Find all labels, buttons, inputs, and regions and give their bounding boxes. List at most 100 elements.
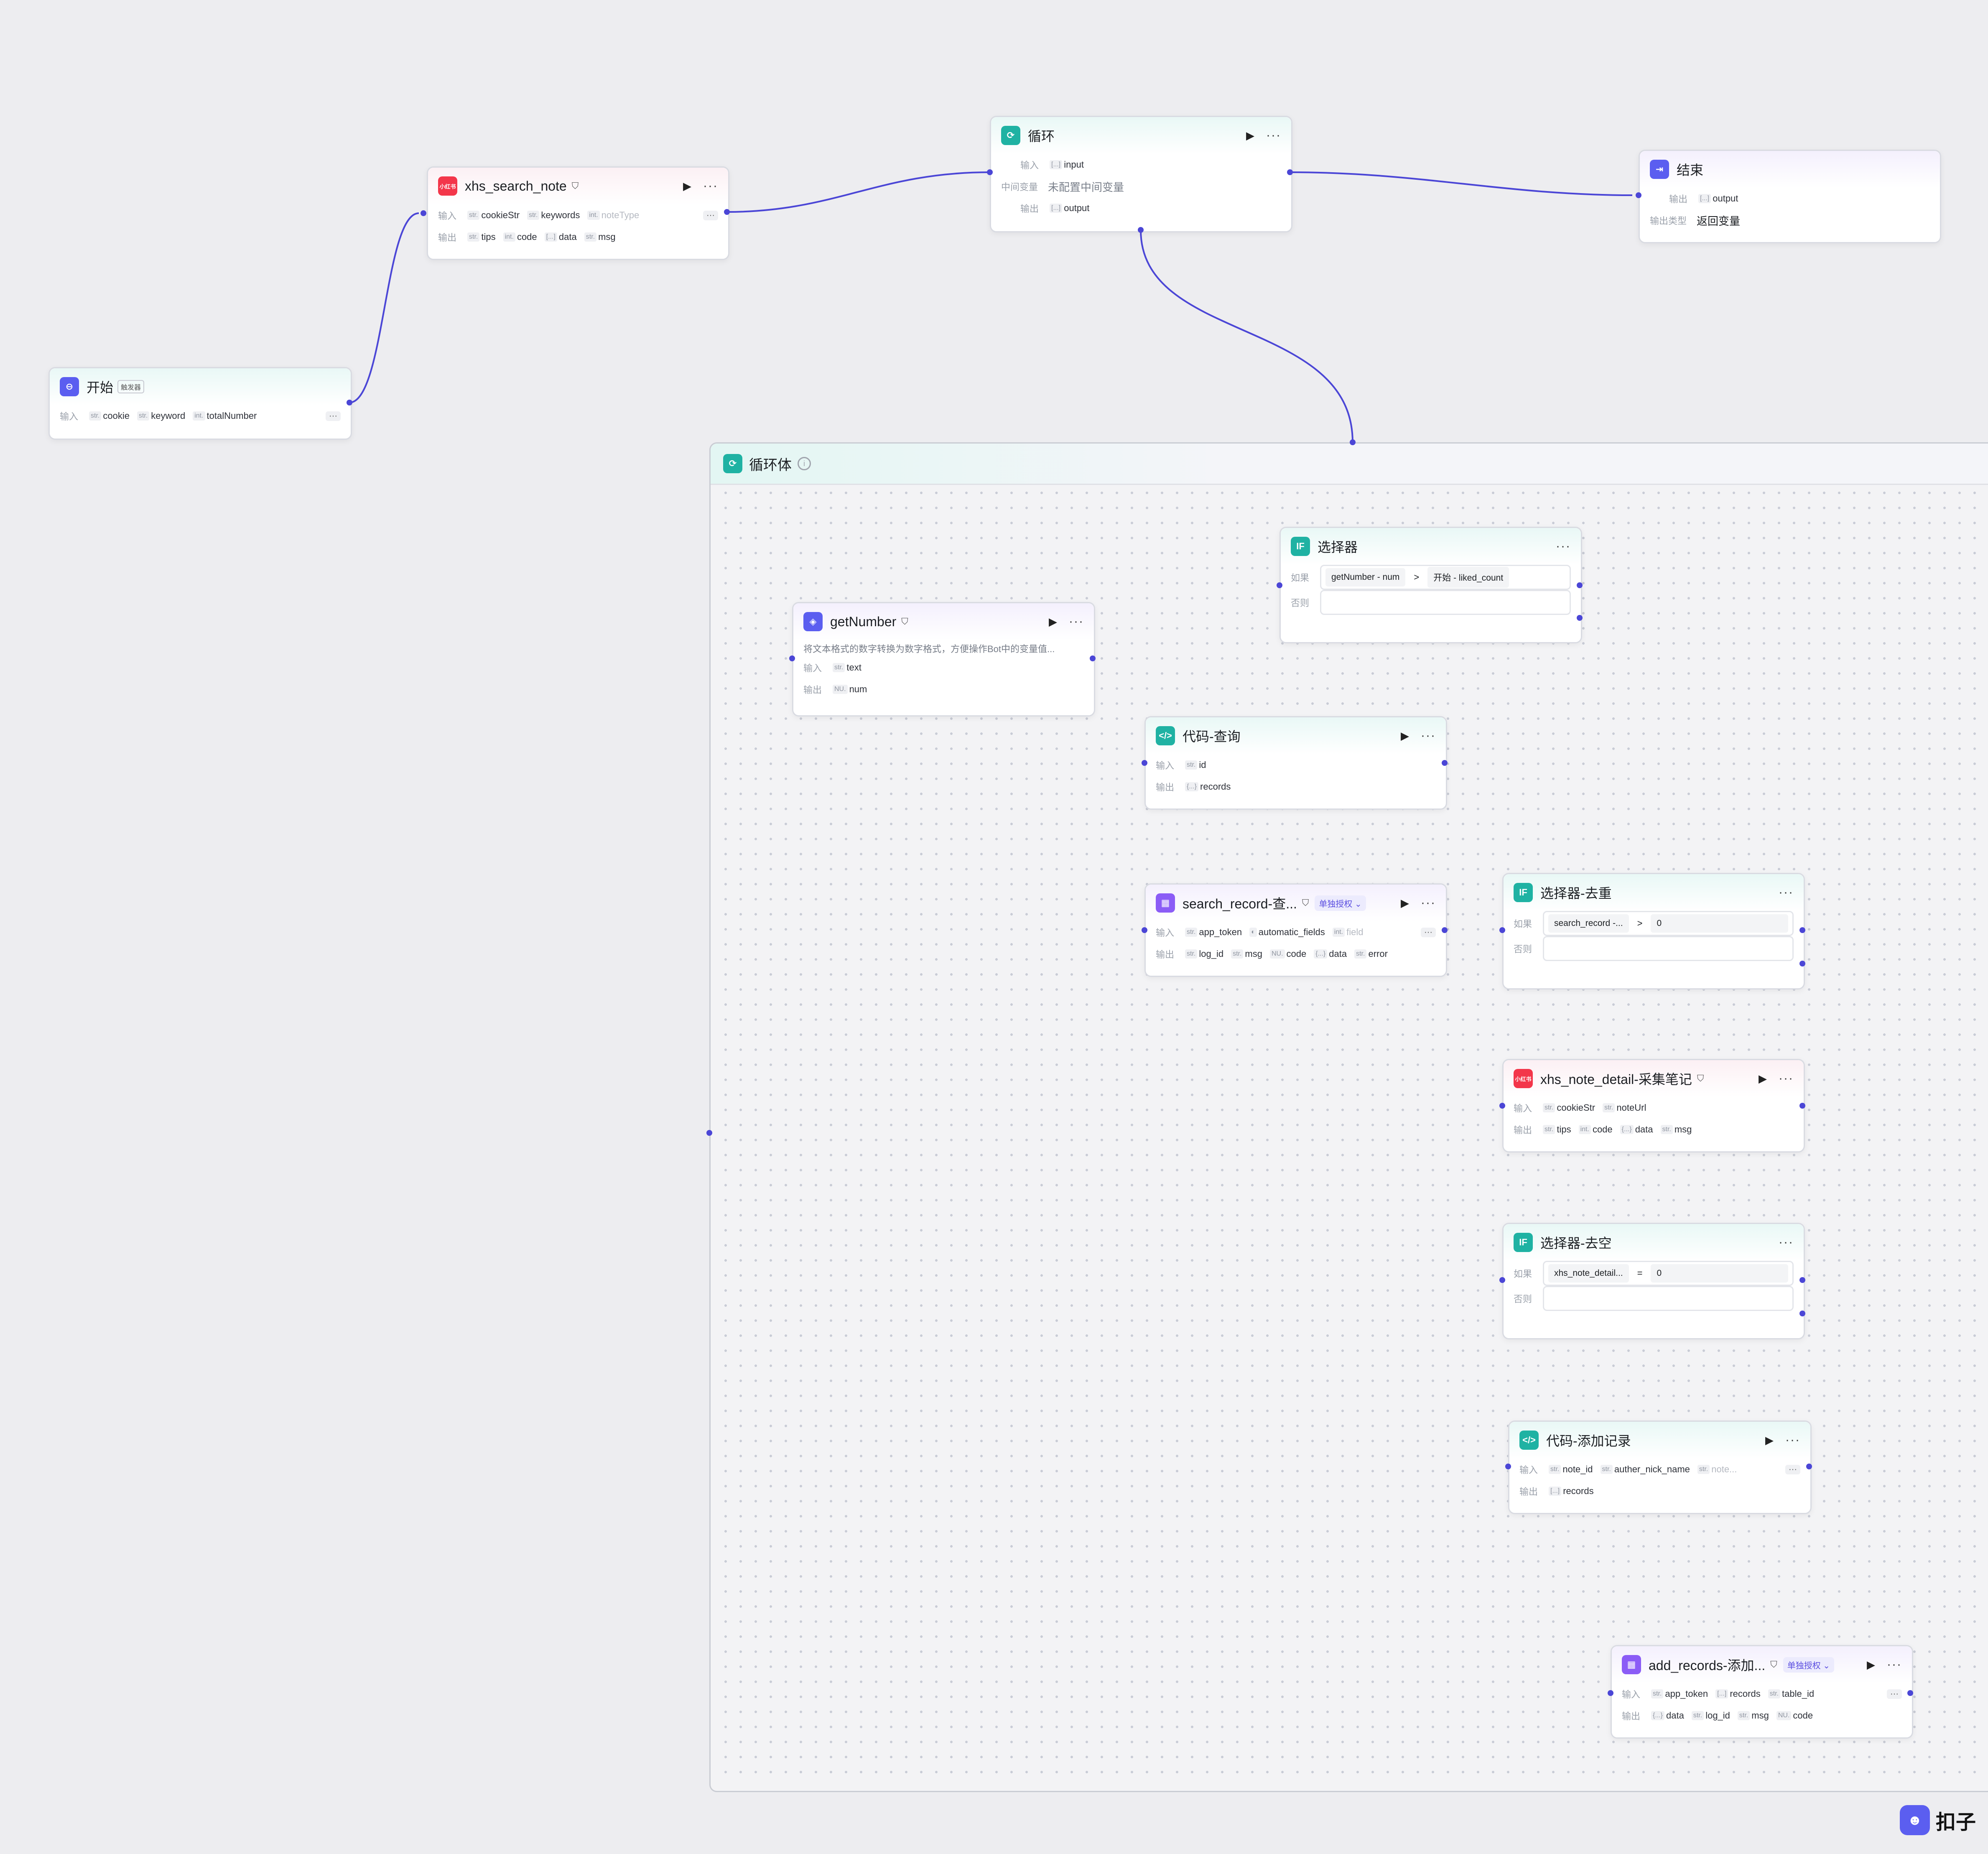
more-vars-button[interactable]: ··· — [1887, 1689, 1902, 1699]
more-menu-button[interactable]: ··· — [1785, 1433, 1800, 1447]
more-menu-button[interactable]: ··· — [1887, 1658, 1902, 1671]
xhs-note-detail-node[interactable]: 小红书 xhs_note_detail-采集笔记 ⛉ ▶ ··· 输入 str.… — [1502, 1059, 1805, 1153]
dedupe-selector-node[interactable]: IF 选择器-去重 ··· 如果 search_record -...>0 否则 — [1502, 873, 1805, 989]
more-menu-button[interactable]: ··· — [1069, 615, 1084, 628]
plugin-shield-icon: ⛉ — [1697, 1073, 1704, 1084]
node-title: 选择器-去重 — [1540, 886, 1612, 901]
input-port[interactable] — [987, 169, 993, 175]
loop-body-title: 循环体 — [749, 457, 792, 473]
xiaohongshu-icon: 小红书 — [438, 176, 457, 196]
loop-node[interactable]: ⟳ 循环 ▶ ··· 输入 [...]input 中间变量 未配置中间变量 输出… — [990, 116, 1292, 232]
node-title: getNumber — [830, 614, 897, 629]
var-chip: str.keyword — [137, 411, 185, 421]
more-menu-button[interactable]: ··· — [1779, 1071, 1794, 1085]
input-port[interactable] — [1636, 192, 1641, 198]
loop-body-port[interactable] — [706, 1130, 712, 1136]
run-button[interactable]: ▶ — [683, 179, 692, 192]
auth-dropdown[interactable]: 单独授权 ⌄ — [1315, 895, 1366, 911]
input-port[interactable] — [1499, 1277, 1505, 1283]
auth-dropdown[interactable]: 单独授权 ⌄ — [1783, 1657, 1835, 1673]
plugin-shield-icon: ⛉ — [901, 616, 908, 627]
brand-name: 扣子 — [1936, 1811, 1976, 1834]
node-title: 结束 — [1677, 163, 1704, 178]
if-port[interactable] — [1577, 582, 1583, 588]
node-title: xhs_search_note — [465, 178, 567, 194]
output-type-value: 返回变量 — [1697, 214, 1741, 227]
else-box[interactable] — [1320, 590, 1571, 615]
wire-start-search — [349, 212, 419, 403]
input-port[interactable] — [1499, 1103, 1505, 1109]
run-button[interactable]: ▶ — [1867, 1658, 1876, 1671]
else-box[interactable] — [1543, 936, 1794, 961]
more-menu-button[interactable]: ··· — [1421, 896, 1436, 910]
run-button[interactable]: ▶ — [1401, 896, 1409, 909]
output-port[interactable] — [347, 400, 352, 405]
else-port[interactable] — [1799, 961, 1805, 967]
search-record-node[interactable]: ▦ search_record-查... ⛉ 单独授权 ⌄ ▶ ··· 输入 s… — [1144, 883, 1447, 977]
more-menu-button[interactable]: ··· — [1556, 539, 1571, 553]
xhs-search-note-node[interactable]: 小红书 xhs_search_note ⛉ ▶ ··· 输入 str.cooki… — [427, 166, 729, 260]
code-add-record-node[interactable]: </> 代码-添加记录 ▶ ··· 输入 str.note_id str.aut… — [1508, 1420, 1812, 1514]
input-port[interactable] — [1142, 760, 1147, 766]
getnumber-node[interactable]: ◈ getNumber ⛉ ▶ ··· 将文本格式的数字转换为数字格式，方便操作… — [792, 602, 1095, 717]
else-port[interactable] — [1577, 615, 1583, 621]
trigger-badge[interactable]: 触发器 — [117, 380, 145, 393]
output-port[interactable] — [1799, 1103, 1805, 1109]
node-title: search_record-查... — [1183, 896, 1297, 911]
else-box[interactable] — [1543, 1286, 1794, 1311]
more-menu-button[interactable]: ··· — [1421, 729, 1436, 742]
more-menu-button[interactable]: ··· — [703, 179, 718, 193]
input-port[interactable] — [1499, 927, 1505, 933]
condition-box[interactable]: getNumber - num>开始 - liked_count — [1320, 565, 1571, 590]
if-port[interactable] — [1799, 1277, 1805, 1283]
more-menu-button[interactable]: ··· — [1779, 1235, 1794, 1249]
run-button[interactable]: ▶ — [1759, 1072, 1767, 1085]
code-query-node[interactable]: </> 代码-查询 ▶ ··· 输入 str.id 输出 {...}record… — [1144, 716, 1447, 810]
output-port[interactable] — [1907, 1690, 1913, 1696]
else-port[interactable] — [1799, 1311, 1805, 1316]
coze-logo-icon: ☻ — [1900, 1805, 1930, 1835]
run-button[interactable]: ▶ — [1246, 129, 1255, 142]
more-vars-button[interactable]: ··· — [1421, 927, 1436, 937]
input-port[interactable] — [421, 210, 426, 216]
condition-box[interactable]: xhs_note_detail...=0 — [1543, 1261, 1794, 1286]
input-port[interactable] — [1142, 927, 1147, 933]
more-vars-button[interactable]: ··· — [1785, 1464, 1800, 1474]
end-node[interactable]: ⇥ 结束 输出 [...]output 输出类型 返回变量 — [1639, 150, 1941, 243]
plugin-shield-icon: ⛉ — [571, 181, 579, 191]
output-port[interactable] — [1806, 1464, 1812, 1469]
output-port[interactable] — [1090, 655, 1096, 661]
input-port[interactable] — [1277, 582, 1282, 588]
empty-check-selector-node[interactable]: IF 选择器-去空 ··· 如果 xhs_note_detail...=0 否则 — [1502, 1223, 1805, 1339]
if-port[interactable] — [1799, 927, 1805, 933]
more-menu-button[interactable]: ··· — [1779, 885, 1794, 899]
run-button[interactable]: ▶ — [1049, 615, 1058, 628]
condition-box[interactable]: search_record -...>0 — [1543, 911, 1794, 936]
plugin-shield-icon: ⛉ — [1770, 1659, 1777, 1670]
start-node[interactable]: ⊖ 开始 触发器 输入 str.cookie str.keyword int.t… — [48, 367, 352, 440]
var-chip: str.cookie — [89, 411, 130, 421]
input-port[interactable] — [789, 655, 795, 661]
input-port[interactable] — [1505, 1464, 1511, 1469]
loop-body-port[interactable] — [1350, 439, 1356, 445]
table-icon: ▦ — [1156, 893, 1175, 913]
input-port[interactable] — [1608, 1690, 1613, 1696]
selector-node[interactable]: IF 选择器 ··· 如果 getNumber - num>开始 - liked… — [1279, 527, 1582, 643]
run-button[interactable]: ▶ — [1401, 729, 1409, 742]
node-title: 选择器 — [1318, 540, 1358, 555]
output-port[interactable] — [1442, 760, 1448, 766]
output-port[interactable] — [1287, 169, 1293, 175]
node-title: 代码-添加记录 — [1546, 1433, 1631, 1449]
output-port[interactable] — [1442, 927, 1448, 933]
more-menu-button[interactable]: ··· — [1266, 128, 1281, 142]
code-icon: </> — [1156, 726, 1175, 745]
code-icon: </> — [1519, 1431, 1539, 1450]
more-vars-button[interactable]: ··· — [326, 411, 341, 421]
add-records-node[interactable]: ▦ add_records-添加... ⛉ 单独授权 ⌄ ▶ ··· 输入 st… — [1611, 1645, 1913, 1739]
loop-body-port[interactable] — [1138, 227, 1144, 233]
run-button[interactable]: ▶ — [1765, 1433, 1774, 1446]
output-port[interactable] — [724, 209, 730, 215]
if-icon: IF — [1514, 883, 1533, 902]
info-icon[interactable]: i — [798, 457, 811, 470]
more-vars-button[interactable]: ··· — [703, 210, 718, 220]
